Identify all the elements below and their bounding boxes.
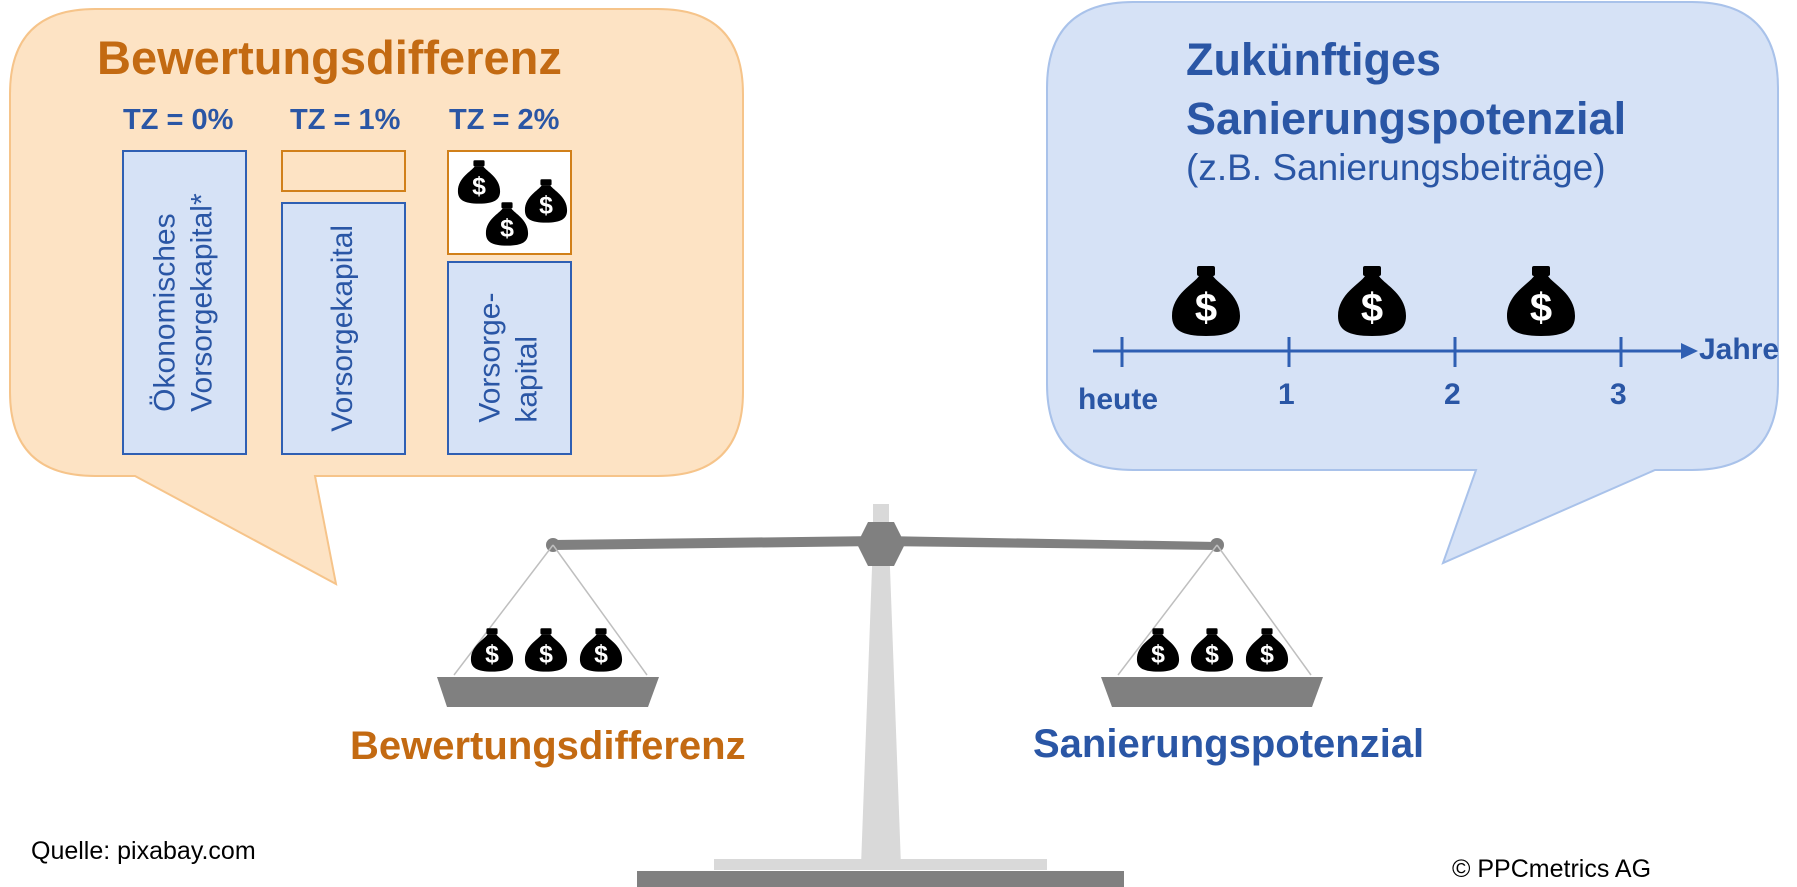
label-line-2: Vorsorgekapital* bbox=[185, 193, 219, 412]
label-vorsorgekapital-1: Vorsorgekapital bbox=[282, 203, 405, 454]
copyright-note: © PPCmetrics AG bbox=[1452, 855, 1652, 883]
timeline-label-1: 1 bbox=[1278, 378, 1295, 411]
right-title-line-2: Sanierungspotenzial bbox=[1186, 93, 1627, 144]
right-pan-label: Sanierungspotenzial bbox=[1033, 722, 1425, 766]
scale-stand bbox=[861, 504, 901, 866]
money-bag-icon bbox=[470, 628, 514, 672]
left-panel-title: Bewertungsdifferenz bbox=[97, 31, 562, 84]
left-pan bbox=[437, 677, 659, 707]
right-speech-bubble bbox=[1046, 1, 1779, 565]
box-vorsorgekapital-1 bbox=[281, 202, 406, 455]
label-vorsorgekapital-2: Vorsorge- kapital bbox=[448, 262, 571, 454]
source-note: Quelle: pixabay.com bbox=[31, 837, 256, 865]
timeline-label-3: 3 bbox=[1610, 378, 1627, 411]
label-line-1: Ökonomisches bbox=[148, 213, 182, 412]
scale-base bbox=[637, 871, 1124, 887]
scale-base-top bbox=[714, 859, 1047, 870]
tz-label-2: TZ = 2% bbox=[449, 104, 560, 136]
box-oekonomisches-vorsorgekapital bbox=[122, 150, 247, 455]
right-title-line-1: Zukünftiges bbox=[1186, 34, 1441, 85]
right-panel-subtitle: (z.B. Sanierungsbeiträge) bbox=[1186, 147, 1606, 188]
label-line-2: kapital bbox=[510, 336, 544, 424]
box-bewertungsdifferenz-1 bbox=[281, 150, 406, 192]
balance-scale bbox=[437, 504, 1323, 887]
label-oekonomisches-vorsorgekapital: Ökonomisches Vorsorgekapital* bbox=[123, 151, 246, 454]
tz-label-1: TZ = 1% bbox=[290, 104, 401, 136]
timeline-label-heute: heute bbox=[1078, 383, 1159, 416]
label-line-1: Vorsorge- bbox=[473, 292, 507, 424]
right-panel-title: Zukünftiges Sanierungspotenzial bbox=[1186, 30, 1626, 148]
timeline bbox=[1093, 337, 1698, 367]
money-bag-icon bbox=[1136, 628, 1180, 672]
label-line-1: Vorsorgekapital bbox=[326, 225, 360, 432]
scale-pivot bbox=[857, 522, 905, 566]
timeline-label-2: 2 bbox=[1444, 378, 1461, 411]
money-bag-icon bbox=[524, 628, 568, 672]
tz-label-0: TZ = 0% bbox=[123, 104, 234, 136]
timeline-axis-label: Jahre bbox=[1699, 333, 1780, 366]
box-vorsorgekapital-2 bbox=[447, 261, 572, 455]
left-pan-label: Bewertungsdifferenz bbox=[350, 724, 746, 768]
money-bag-icon bbox=[579, 628, 623, 672]
right-pan bbox=[1101, 677, 1323, 707]
money-bag-icon bbox=[1190, 628, 1234, 672]
